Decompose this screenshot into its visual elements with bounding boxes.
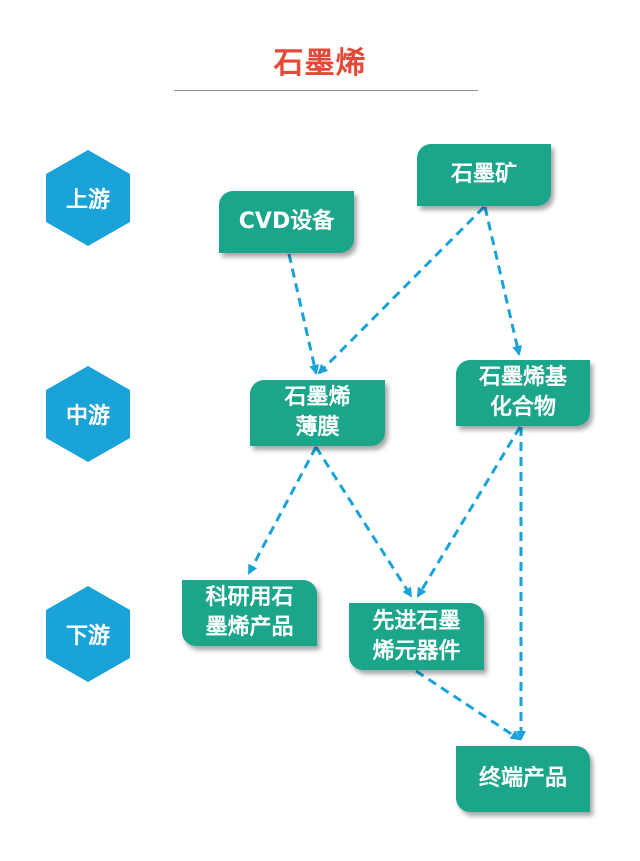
arrow-graphite_ore-to-graphene_film (317, 205, 486, 375)
node-end-products: 终端产品 (456, 746, 590, 812)
arrow-cvd-to-graphene_film (287, 253, 320, 375)
node-graphite-ore: 石墨矿 (417, 144, 551, 206)
node-advanced-devices: 先进石墨 烯元器件 (349, 603, 484, 670)
tier-upstream-hexagon: 上游 (46, 150, 130, 246)
node-graphene-compound: 石墨烯基 化合物 (456, 360, 590, 426)
title-divider (174, 90, 478, 91)
node-cvd-equipment: CVD设备 (219, 191, 354, 253)
tier-midstream-hexagon: 中游 (46, 366, 130, 462)
arrow-graphene_film-to-research_products (247, 446, 318, 575)
node-graphene-film: 石墨烯 薄膜 (250, 380, 385, 446)
arrow-graphene_compound-to-advanced_devices (416, 426, 522, 598)
diagram-title: 石墨烯 (273, 46, 367, 81)
arrow-advanced_devices-to-end_products (415, 669, 521, 741)
node-research-products: 科研用石 墨烯产品 (182, 580, 317, 646)
arrow-graphite_ore-to-graphene_compound (483, 206, 523, 356)
arrow-graphene_film-to-advanced_devices (314, 446, 413, 598)
tier-downstream-hexagon: 下游 (46, 586, 130, 682)
